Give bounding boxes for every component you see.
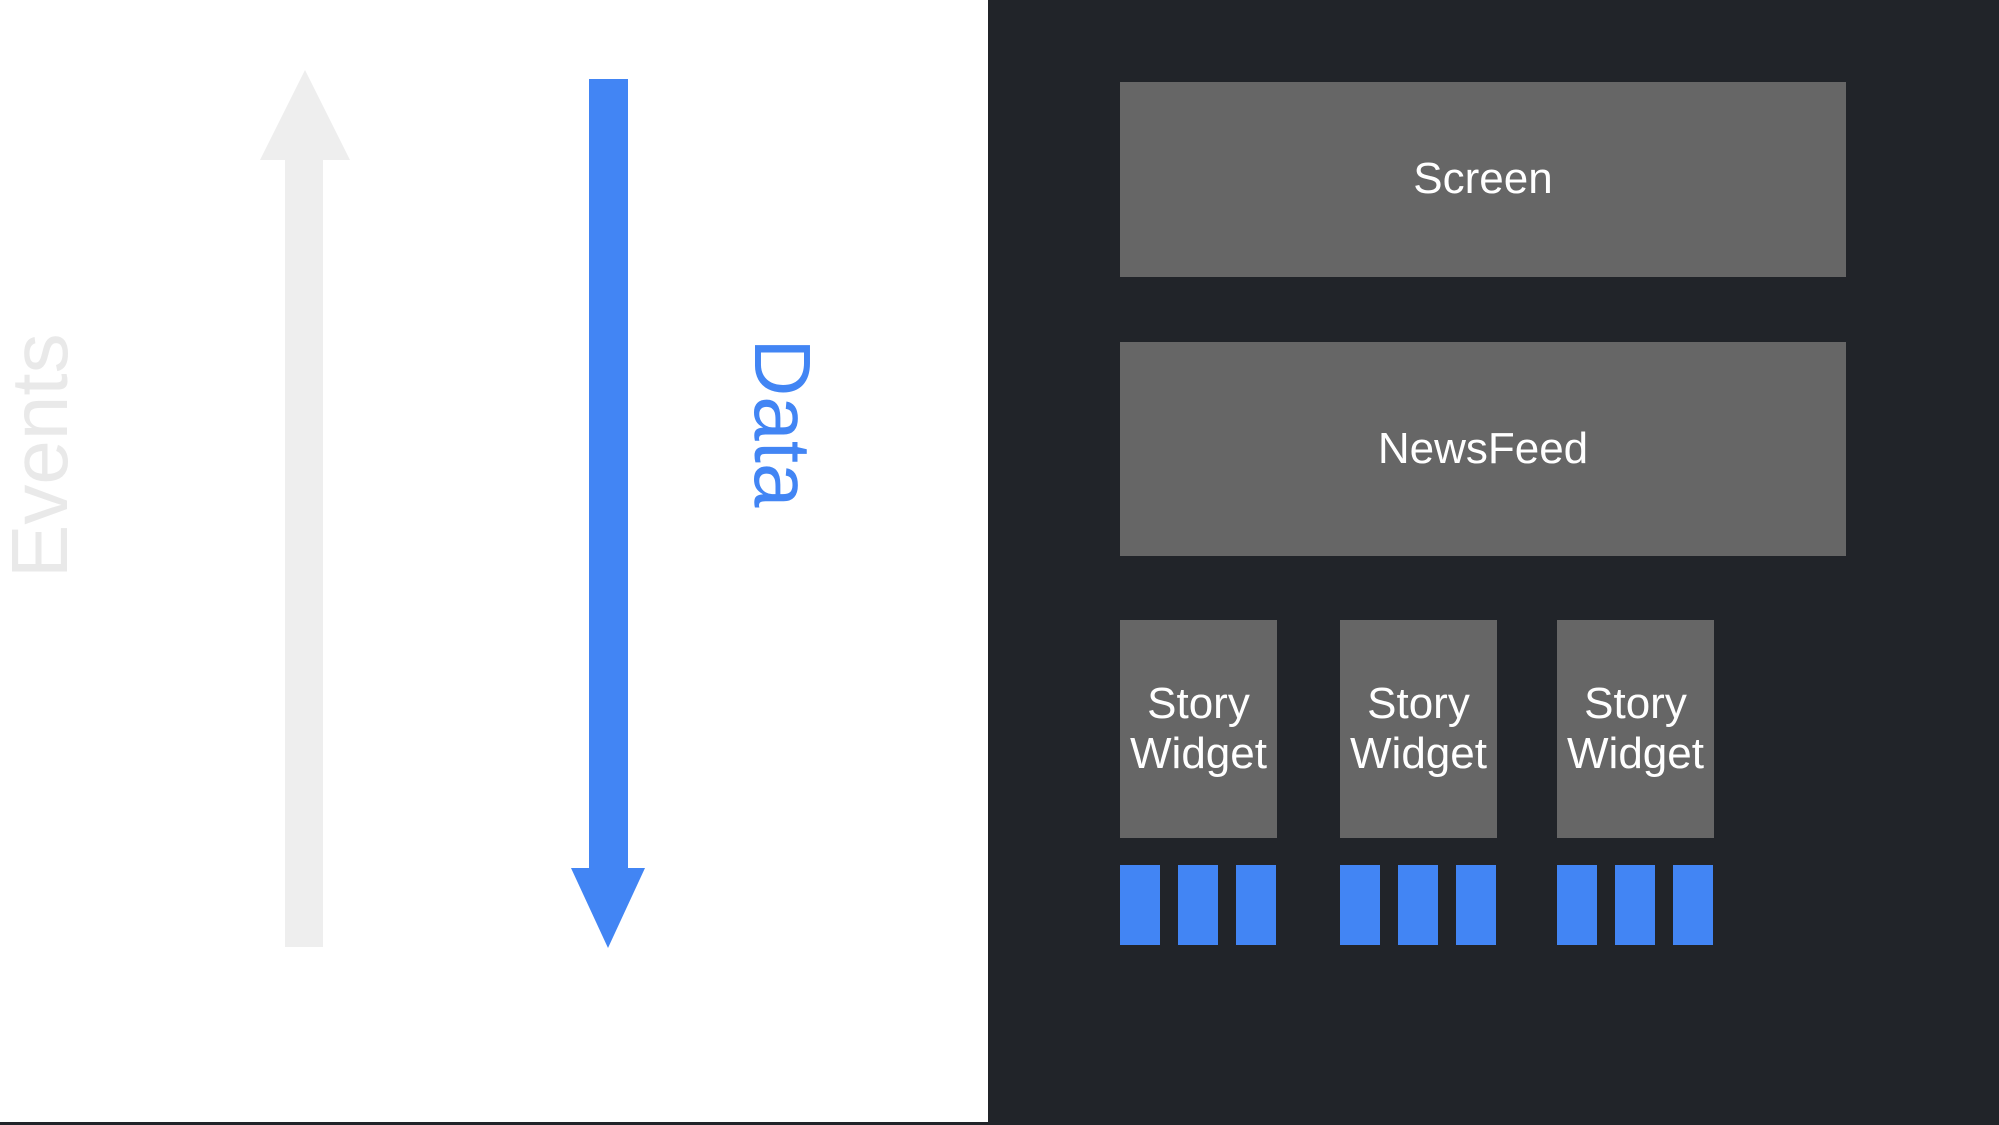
leaf-node[interactable] (1456, 865, 1496, 945)
node-story-widget[interactable]: Story Widget (1557, 620, 1714, 838)
arrow-up-shaft (285, 158, 323, 947)
arrow-down-head-icon (571, 868, 645, 948)
leaf-node[interactable] (1557, 865, 1597, 945)
leaf-node[interactable] (1178, 865, 1218, 945)
story-widget-label-line1: Story (1367, 678, 1470, 728)
data-label: Data (738, 338, 827, 508)
story-widget-label: Story Widget (1350, 679, 1487, 779)
leaf-node[interactable] (1340, 865, 1380, 945)
node-newsfeed[interactable]: NewsFeed (1120, 342, 1846, 556)
events-arrow (260, 70, 350, 950)
story-widget-label-line2: Widget (1567, 729, 1704, 778)
node-screen[interactable]: Screen (1120, 82, 1846, 277)
arrow-up-head-icon (260, 70, 350, 160)
leaf-row (1340, 865, 1497, 945)
story-widget-label-line1: Story (1147, 678, 1250, 728)
arrow-down-shaft (589, 79, 628, 871)
leaf-row (1120, 865, 1277, 945)
node-story-widget[interactable]: Story Widget (1340, 620, 1497, 838)
story-widget-label-line2: Widget (1350, 729, 1487, 778)
story-widget-label-line1: Story (1584, 678, 1687, 728)
flow-panel: Events Data (0, 0, 988, 1125)
story-widget-label: Story Widget (1567, 679, 1704, 779)
leaf-node[interactable] (1120, 865, 1160, 945)
leaf-node[interactable] (1398, 865, 1438, 945)
events-label: Events (0, 333, 84, 578)
bottom-divider (0, 1122, 988, 1125)
node-story-widget[interactable]: Story Widget (1120, 620, 1277, 838)
story-widget-label: Story Widget (1130, 679, 1267, 779)
leaf-node[interactable] (1673, 865, 1713, 945)
story-widget-label-line2: Widget (1130, 729, 1267, 778)
data-arrow (553, 79, 663, 949)
leaf-node[interactable] (1236, 865, 1276, 945)
leaf-node[interactable] (1615, 865, 1655, 945)
leaf-row (1557, 865, 1714, 945)
widget-tree-panel: Screen NewsFeed Story Widget Story Widge… (988, 0, 1999, 1125)
